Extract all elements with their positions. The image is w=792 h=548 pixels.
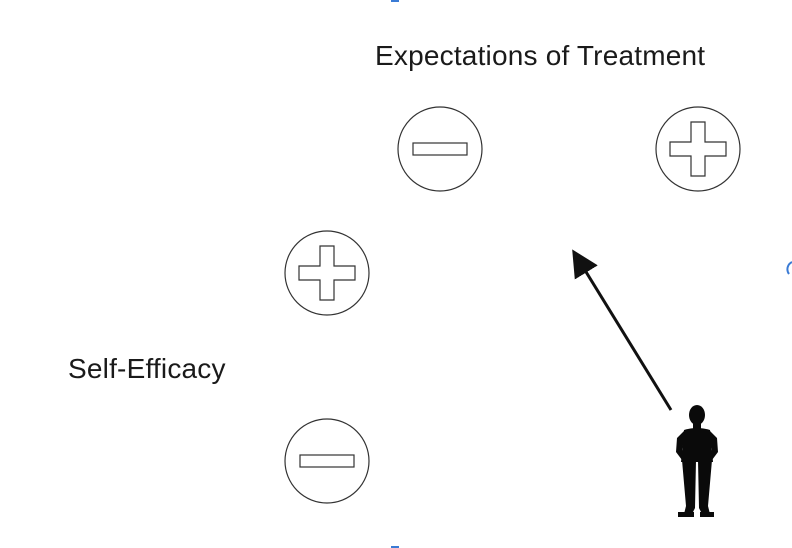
person-silhouette-icon — [676, 405, 718, 517]
plus-symbol — [298, 245, 356, 301]
edge-mark-bottom — [391, 546, 399, 548]
expectations-positive-node — [655, 106, 741, 192]
plus-symbol — [669, 121, 727, 177]
minus-symbol — [412, 142, 468, 156]
minus-symbol — [299, 454, 355, 468]
expectations-of-treatment-label: Expectations of Treatment — [375, 40, 706, 71]
self-efficacy-positive-node — [284, 230, 370, 316]
edge-mark-right — [786, 261, 792, 275]
self-efficacy-label: Self-Efficacy — [68, 353, 226, 384]
edge-mark-top — [391, 0, 399, 2]
expectations-negative-node — [397, 106, 483, 192]
self-efficacy-negative-node — [284, 418, 370, 504]
arrow-icon — [572, 249, 673, 411]
